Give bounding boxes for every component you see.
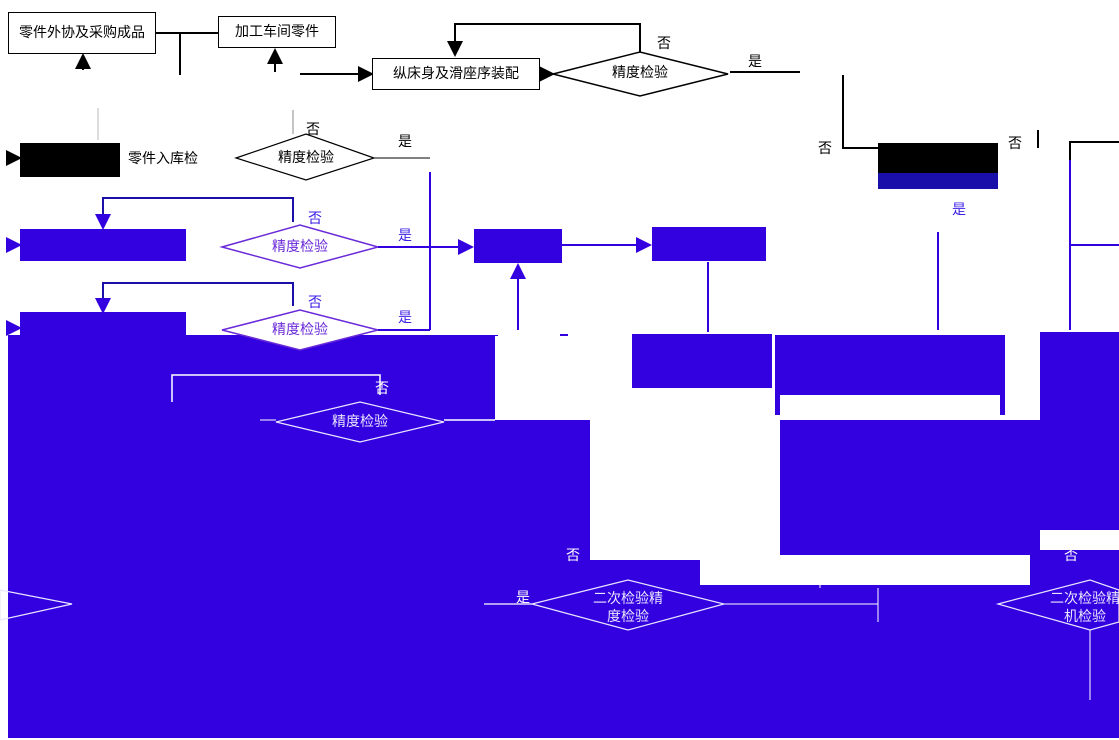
precision-top-label: 精度检验 xyxy=(612,65,668,81)
yes-label-row2: 是 xyxy=(398,228,412,244)
outsourced-parts-box: 零件外协及采购成品 xyxy=(8,12,156,54)
yes-label-row1: 是 xyxy=(398,134,412,150)
workshop-parts-box: 加工车间零件 xyxy=(218,16,336,48)
no-label-row5: 否 xyxy=(566,548,580,564)
second-check-label: 二次检验精度检验 xyxy=(593,591,663,625)
second-check-right-label: 二次检验精机检验 xyxy=(1050,591,1119,625)
no-label-row2: 否 xyxy=(308,211,322,227)
precision-row3-label: 精度检验 xyxy=(272,322,328,338)
blue-block-right xyxy=(878,173,998,189)
yes-label-right: 是 xyxy=(952,202,966,218)
parts-warehouse-label: 零件入库检 xyxy=(128,151,198,167)
no-label-row4: 否 xyxy=(375,381,389,397)
outsourced-parts-label: 零件外协及采购成品 xyxy=(19,25,145,41)
blue-block-row2-mid xyxy=(474,229,562,263)
no-label-top: 否 xyxy=(657,36,671,52)
no-label-row1: 否 xyxy=(306,122,320,138)
no-label-row5-right: 否 xyxy=(1064,548,1078,564)
blue-block-row3 xyxy=(20,312,186,336)
precision-row1-label: 精度检验 xyxy=(278,150,334,166)
yes-label-row3: 是 xyxy=(398,310,412,326)
blue-region-center xyxy=(632,334,772,388)
precision-row4-label: 精度检验 xyxy=(332,414,388,430)
black-block-right xyxy=(878,143,998,173)
assembly-label: 纵床身及滑座序装配 xyxy=(393,66,519,82)
no-label-right-left: 否 xyxy=(818,141,832,157)
precision-row2-label: 精度检验 xyxy=(272,239,328,255)
blue-block-row2 xyxy=(20,229,186,261)
yes-label-top: 是 xyxy=(748,54,762,70)
blue-region-far-right xyxy=(1040,332,1119,422)
yes-label-row5: 是 xyxy=(516,590,530,606)
blue-block-row2-right xyxy=(652,227,766,261)
no-label-row3: 否 xyxy=(308,295,322,311)
workshop-parts-label: 加工车间零件 xyxy=(235,24,319,40)
blue-region-mid-left xyxy=(8,335,498,425)
assembly-box: 纵床身及滑座序装配 xyxy=(372,58,540,90)
black-block-row1 xyxy=(20,143,120,177)
no-label-right-right: 否 xyxy=(1008,136,1022,152)
